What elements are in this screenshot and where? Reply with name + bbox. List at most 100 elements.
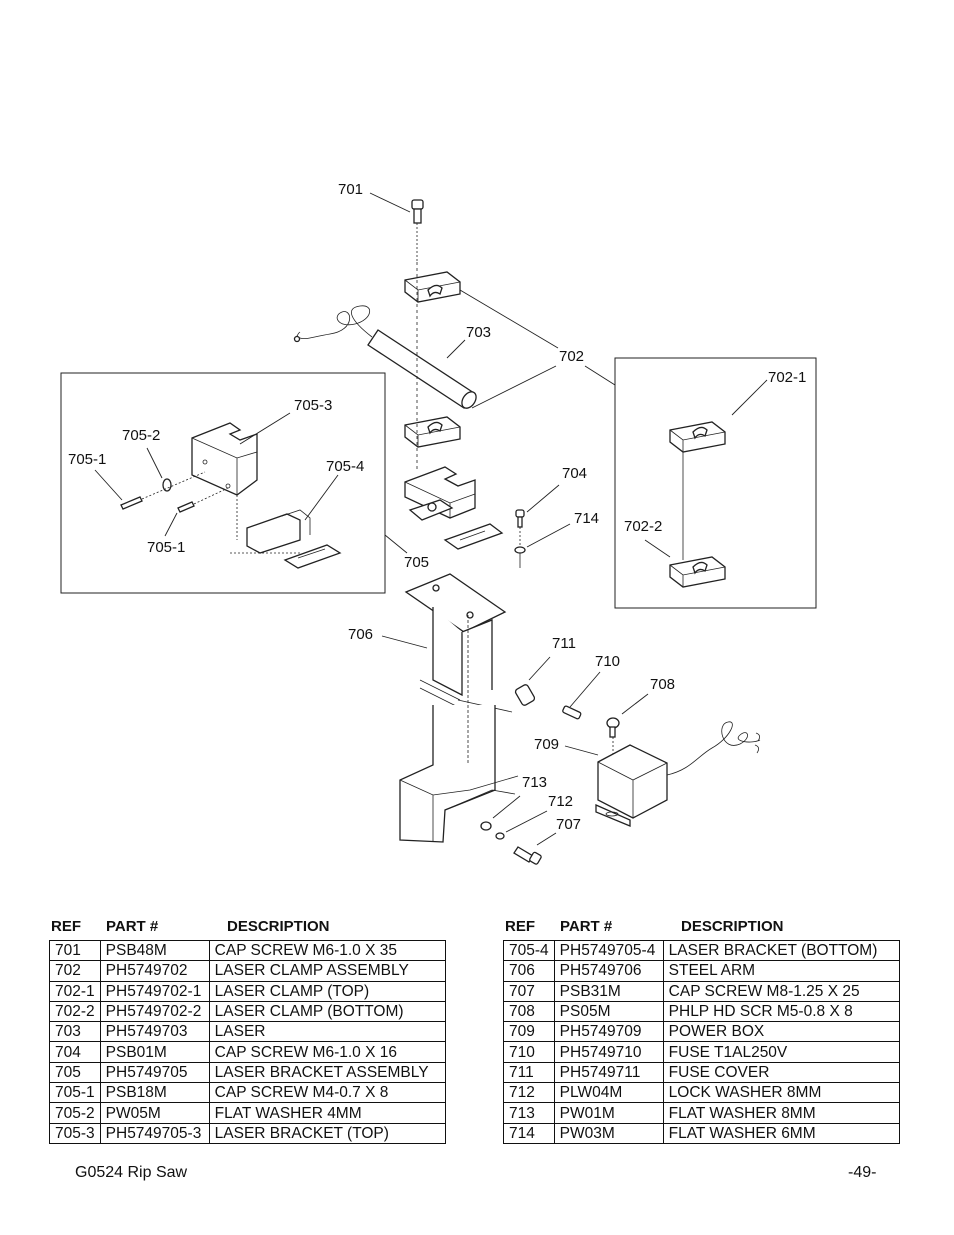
callout-708: 708 xyxy=(650,676,675,693)
clamp-bottom-detail xyxy=(669,556,726,588)
cell-ref: 702-1 xyxy=(49,980,101,1002)
cell-description: STEEL ARM xyxy=(662,960,901,982)
table-header: REF PART # DESCRIPTION xyxy=(503,916,900,940)
header-description: DESCRIPTION xyxy=(681,918,784,935)
cell-ref: 705-3 xyxy=(49,1122,101,1144)
callout-702-2: 702-2 xyxy=(624,518,662,535)
page-number: -49- xyxy=(848,1164,877,1181)
cell-part: PW01M xyxy=(553,1102,664,1124)
flat-washer-714 xyxy=(514,546,526,554)
cell-description: LASER BRACKET ASSEMBLY xyxy=(208,1061,447,1084)
cell-part: PS05M xyxy=(553,1000,664,1023)
cap-screw-705-1-a xyxy=(120,471,206,510)
callout-705-1-b: 705-1 xyxy=(147,539,185,556)
cell-description: LASER xyxy=(208,1021,447,1043)
cell-ref: 703 xyxy=(49,1021,101,1043)
cell-part: PH5749705-3 xyxy=(99,1122,210,1144)
cell-description: LASER CLAMP ASSEMBLY xyxy=(208,960,447,982)
laser-bracket-top-detail xyxy=(191,422,258,496)
cell-ref: 704 xyxy=(49,1041,101,1063)
cell-ref: 701 xyxy=(49,939,101,962)
callout-709: 709 xyxy=(534,736,559,753)
lock-washer-712 xyxy=(495,832,505,840)
laser-clamp-top xyxy=(404,271,461,303)
cell-part: PH5749706 xyxy=(553,960,664,982)
callout-714: 714 xyxy=(574,510,599,527)
callout-702: 702 xyxy=(559,348,584,365)
cell-ref: 705-1 xyxy=(49,1082,101,1104)
cell-ref: 706 xyxy=(503,960,555,982)
cell-ref: 713 xyxy=(503,1102,555,1124)
callout-705-4: 705-4 xyxy=(326,458,364,475)
table-header: REF PART # DESCRIPTION xyxy=(49,916,446,940)
cell-description: CAP SCREW M8-1.25 X 25 xyxy=(662,980,901,1002)
header-part: PART # xyxy=(106,918,159,935)
power-box-709 xyxy=(595,721,761,827)
cell-ref: 711 xyxy=(503,1061,555,1084)
cell-part: PH5749702-1 xyxy=(99,980,210,1002)
cell-description: CAP SCREW M6-1.0 X 35 xyxy=(208,939,447,962)
callout-703: 703 xyxy=(466,324,491,341)
cell-part: PSB31M xyxy=(553,980,664,1002)
cell-description: CAP SCREW M4-0.7 X 8 xyxy=(208,1082,447,1104)
flat-washer-705-2 xyxy=(162,478,172,492)
cell-description: CAP SCREW M6-1.0 X 16 xyxy=(208,1041,447,1063)
callout-712: 712 xyxy=(548,793,573,810)
laser-clamp-bottom xyxy=(404,416,461,448)
laser-703 xyxy=(293,305,477,409)
cell-part: PW05M xyxy=(99,1102,210,1124)
cell-part: PH5749702 xyxy=(99,960,210,982)
cell-ref: 705-2 xyxy=(49,1102,101,1124)
cell-description: FUSE COVER xyxy=(662,1061,901,1084)
header-ref: REF xyxy=(505,918,535,935)
cell-part: PSB18M xyxy=(99,1082,210,1104)
callout-705-3: 705-3 xyxy=(294,397,332,414)
laser-bracket-705 xyxy=(404,466,504,550)
callout-705-2: 705-2 xyxy=(122,427,160,444)
cell-description: LASER CLAMP (BOTTOM) xyxy=(208,1000,447,1023)
footer-title: G0524 Rip Saw xyxy=(75,1164,188,1181)
cell-part: PLW04M xyxy=(553,1082,664,1104)
cap-screw-704 xyxy=(515,509,525,545)
cell-ref: 702 xyxy=(49,960,101,982)
phillips-screw-708 xyxy=(606,717,620,758)
cell-description: LASER BRACKET (TOP) xyxy=(208,1122,447,1144)
cell-part: PH5749705 xyxy=(99,1061,210,1084)
cell-ref: 714 xyxy=(503,1122,555,1144)
cell-description: FLAT WASHER 6MM xyxy=(662,1122,901,1144)
cell-part: PSB48M xyxy=(99,939,210,962)
laser-bracket-bottom-detail xyxy=(230,495,342,569)
detail-box-705 xyxy=(60,372,386,594)
callout-705: 705 xyxy=(404,554,429,571)
detail-box-702 xyxy=(614,357,817,609)
cell-ref: 708 xyxy=(503,1000,555,1023)
clamp-top-detail xyxy=(669,421,726,560)
cell-description: FUSE T1AL250V xyxy=(662,1041,901,1063)
cell-part: PH5749705-4 xyxy=(553,939,664,962)
header-ref: REF xyxy=(51,918,81,935)
cell-ref: 710 xyxy=(503,1041,555,1063)
callout-710: 710 xyxy=(595,653,620,670)
cell-part: PH5749709 xyxy=(553,1021,664,1043)
callout-702-1: 702-1 xyxy=(768,369,806,386)
cell-ref: 709 xyxy=(503,1021,555,1043)
cell-part: PSB01M xyxy=(99,1041,210,1063)
callout-705-1-a: 705-1 xyxy=(68,451,106,468)
header-part: PART # xyxy=(560,918,613,935)
